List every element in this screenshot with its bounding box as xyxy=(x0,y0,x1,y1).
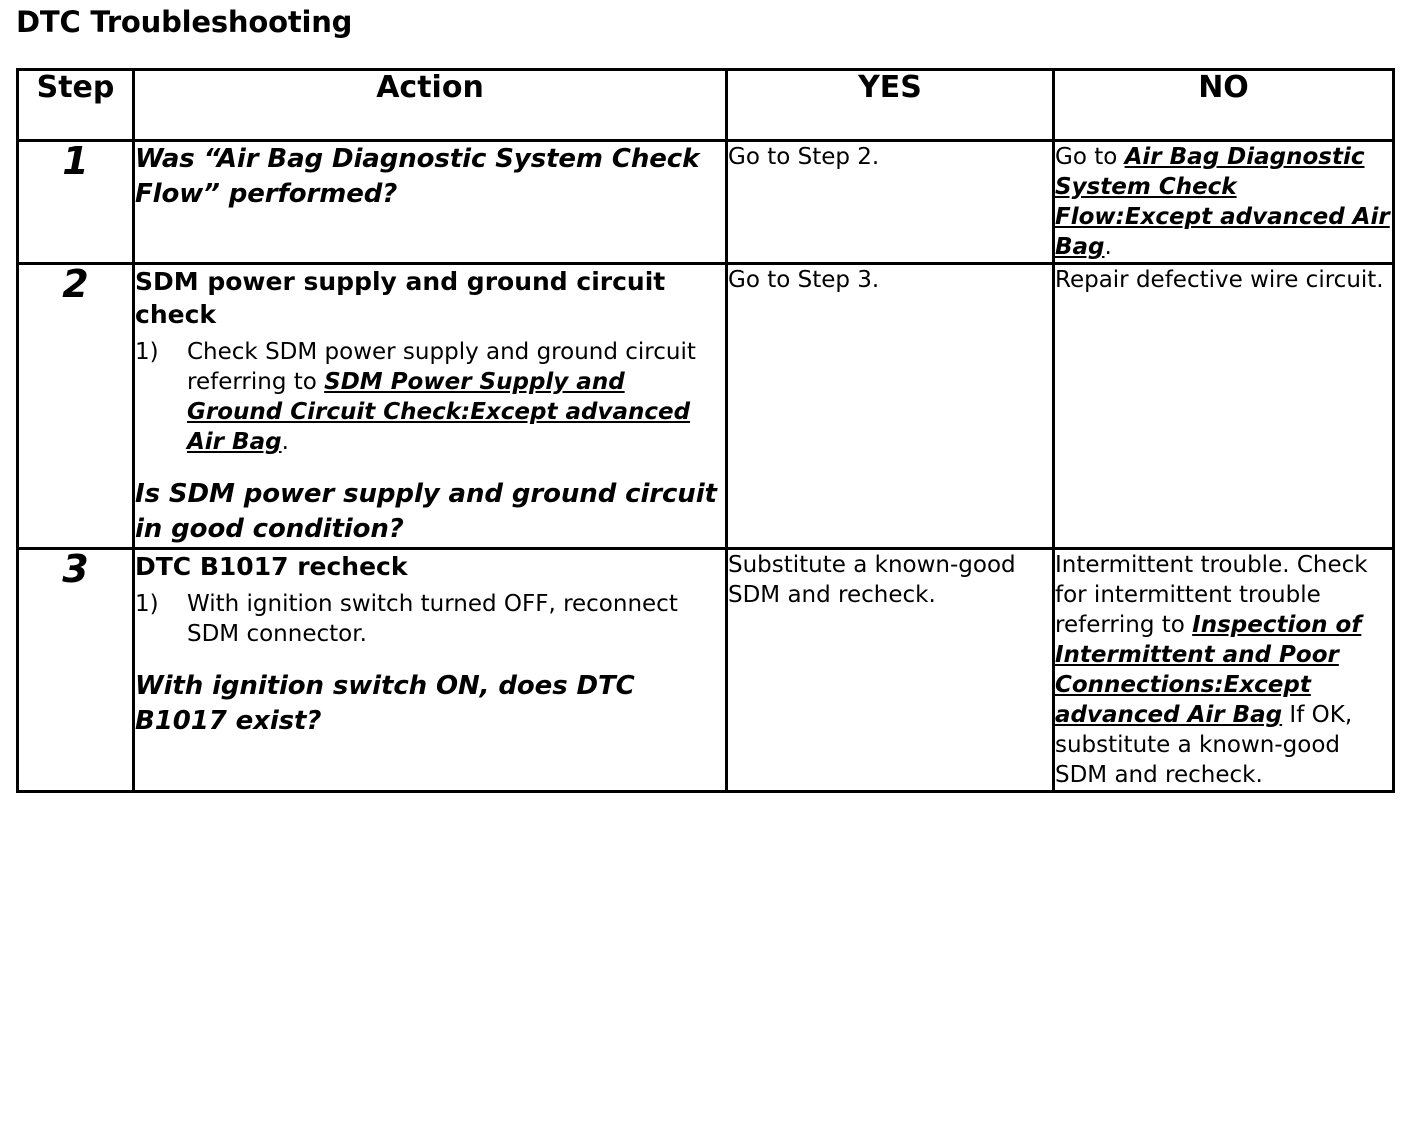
no-lead-text: Go to xyxy=(1055,144,1125,170)
list-item: 1) Check SDM power supply and ground circ… xyxy=(135,337,725,457)
action-question: With ignition switch ON, does DTC B1017 … xyxy=(135,671,635,736)
list-marker: 1) xyxy=(135,339,159,365)
yes-cell: Go to Step 3. xyxy=(725,262,1055,550)
no-text: Go to Air Bag Diagnostic System Check Fl… xyxy=(1055,142,1392,262)
page-title: DTC Troubleshooting xyxy=(16,5,353,39)
no-lead-text: Repair defective wire circuit. xyxy=(1055,267,1384,293)
action-heading: DTC B1017 recheck xyxy=(135,552,408,581)
reference-link[interactable]: Air Bag Diagnostic System Check Flow:Exc… xyxy=(1055,144,1390,260)
reference-link[interactable]: Inspection of Intermittent and Poor Conn… xyxy=(1055,612,1362,728)
action-question: Is SDM power supply and ground circuit i… xyxy=(135,479,717,544)
action-step-list: 1) With ignition switch turned OFF, recon… xyxy=(135,589,725,649)
step-number: 3 xyxy=(16,547,135,793)
list-marker: 1) xyxy=(135,591,159,617)
yes-text: Substitute a known-good SDM and recheck. xyxy=(728,552,1016,608)
action-cell: Was “Air Bag Diagnostic System Check Flo… xyxy=(132,139,728,265)
spacer xyxy=(135,649,725,669)
no-tail-text: If OK, substitute a known-good SDM and r… xyxy=(1055,702,1353,788)
action-heading: SDM power supply and ground circuit chec… xyxy=(135,267,666,329)
dtc-troubleshooting-table: Step Action YES NO 1 Was “Air Bag Diagno… xyxy=(16,68,1395,793)
column-header-action: Action xyxy=(132,68,728,142)
column-header-yes: YES xyxy=(725,68,1055,142)
no-tail-text: . xyxy=(1104,234,1112,260)
step-number: 1 xyxy=(16,139,135,265)
action-cell: DTC B1017 recheck 1) With ignition switch… xyxy=(132,547,728,793)
no-cell: Intermittent trouble. Check for intermit… xyxy=(1052,547,1395,793)
no-cell: Repair defective wire circuit. xyxy=(1052,262,1395,550)
list-tail-text: . xyxy=(281,429,289,455)
table-row: 3 DTC B1017 recheck 1) With ignition swit… xyxy=(16,547,1395,793)
column-header-step: Step xyxy=(16,68,135,142)
yes-cell: Go to Step 2. xyxy=(725,139,1055,265)
yes-cell: Substitute a known-good SDM and recheck. xyxy=(725,547,1055,793)
no-text: Intermittent trouble. Check for intermit… xyxy=(1055,550,1392,790)
reference-link[interactable]: SDM Power Supply and Ground Circuit Chec… xyxy=(187,369,691,455)
no-text: Repair defective wire circuit. xyxy=(1055,265,1392,295)
spacer xyxy=(135,457,725,477)
step-number: 2 xyxy=(16,262,135,550)
list-lead-text: Check SDM power supply and ground circui… xyxy=(187,339,696,395)
action-step-list: 1) Check SDM power supply and ground circ… xyxy=(135,337,725,457)
action-cell: SDM power supply and ground circuit chec… xyxy=(132,262,728,550)
table-row: 2 SDM power supply and ground circuit ch… xyxy=(16,262,1395,550)
no-cell: Go to Air Bag Diagnostic System Check Fl… xyxy=(1052,139,1395,265)
table-row: 1 Was “Air Bag Diagnostic System Check F… xyxy=(16,139,1395,265)
yes-text: Go to Step 2. xyxy=(728,144,880,170)
table-header-row: Step Action YES NO xyxy=(16,68,1395,142)
action-question: Was “Air Bag Diagnostic System Check Flo… xyxy=(135,144,700,209)
column-header-no: NO xyxy=(1052,68,1395,142)
no-lead-text: Intermittent trouble. Check for intermit… xyxy=(1055,552,1368,638)
list-item: 1) With ignition switch turned OFF, recon… xyxy=(135,589,725,649)
yes-text: Go to Step 3. xyxy=(728,267,880,293)
list-lead-text: With ignition switch turned OFF, reconne… xyxy=(187,591,678,647)
